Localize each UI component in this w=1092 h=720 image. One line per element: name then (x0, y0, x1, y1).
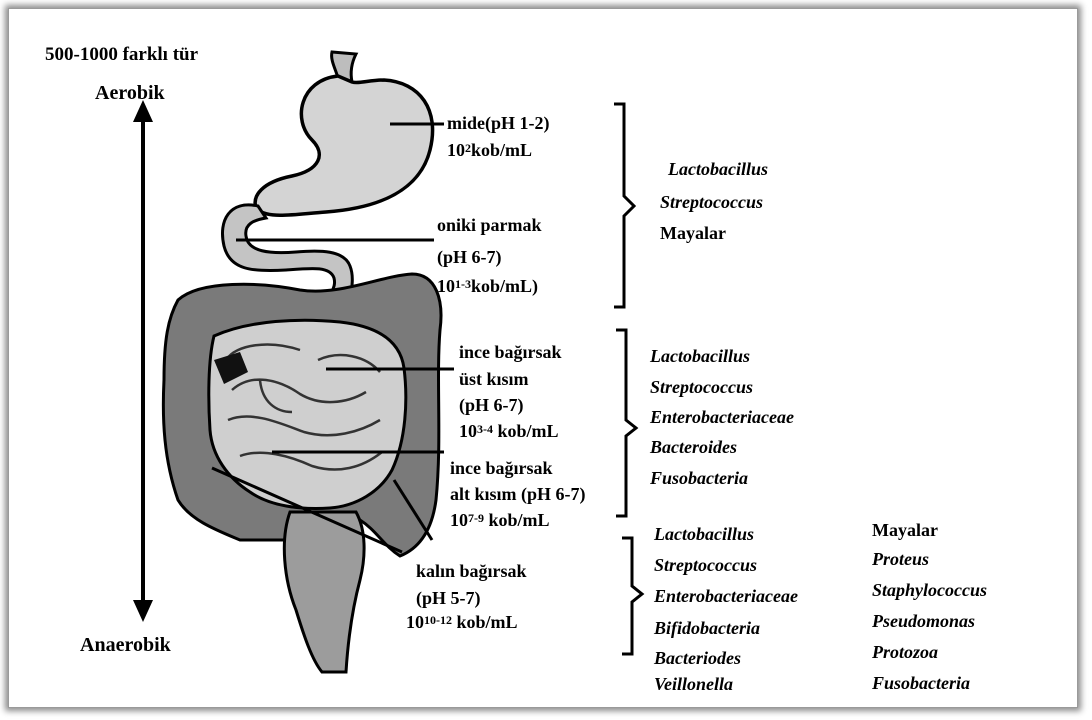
lower-small-intestine-label: ince bağırsak (450, 457, 553, 479)
upper-small-intestine-label: ince bağırsak (459, 341, 562, 363)
duodenum-ph: (pH 6-7) (437, 246, 502, 268)
microbe-group1-item: Lactobacillus (668, 158, 768, 180)
lower-small-intestine-count: 107-9 kob/mL (450, 509, 550, 531)
microbe-group3-item: Bifidobacteria (654, 617, 760, 639)
microbe-group3-item: Protozoa (872, 641, 938, 663)
microbe-group3-item: Proteus (872, 548, 929, 570)
oxygen-gradient-arrow (133, 100, 153, 622)
microbe-group2-item: Fusobacteria (650, 467, 748, 489)
stomach-count: 102kob/mL (447, 139, 532, 161)
upper-small-intestine-count: 103-4 kob/mL (459, 420, 559, 442)
colon-ph: (pH 5-7) (416, 587, 481, 609)
microbe-group3-item: Staphylococcus (872, 579, 987, 601)
microbe-group2-item: Enterobacteriaceae (650, 406, 794, 428)
colon-label: kalın bağırsak (416, 560, 527, 582)
species-count-label: 500-1000 farklı tür (45, 44, 198, 66)
microbe-group3-item: Fusobacteria (872, 672, 970, 694)
stomach (255, 76, 432, 215)
brackets (614, 104, 642, 654)
microbe-group3-item: Lactobacillus (654, 523, 754, 545)
microbe-group2-item: Bacteroides (650, 436, 737, 458)
duodenum-count: 101-3kob/mL) (437, 275, 538, 297)
upper-small-intestine-part: üst kısım (459, 368, 529, 390)
upper-small-intestine-ph: (pH 6-7) (459, 394, 524, 416)
microbe-group2-item: Streptococcus (650, 376, 753, 398)
microbe-group2-item: Lactobacillus (650, 345, 750, 367)
microbe-group3-item: Streptococcus (654, 554, 757, 576)
duodenum-label: oniki parmak (437, 214, 542, 236)
microbe-group1-item: Streptococcus (660, 191, 763, 213)
microbe-group3-item: Mayalar (872, 519, 938, 541)
microbe-group3-item: Pseudomonas (872, 610, 975, 632)
lower-small-intestine-part: alt kısım (pH 6-7) (450, 483, 586, 505)
stomach-label: mide(pH 1-2) (447, 112, 550, 134)
microbe-group3-item: Veillonella (654, 673, 733, 695)
aerobic-label: Aerobik (95, 82, 165, 104)
rectum (284, 512, 364, 672)
microbe-group1-item: Mayalar (660, 222, 726, 244)
microbe-group3-item: Bacteriodes (654, 647, 741, 669)
colon-count: 1010-12 kob/mL (406, 611, 518, 633)
microbe-group3-item: Enterobacteriaceae (654, 585, 798, 607)
anaerobic-label: Anaerobik (80, 634, 171, 656)
